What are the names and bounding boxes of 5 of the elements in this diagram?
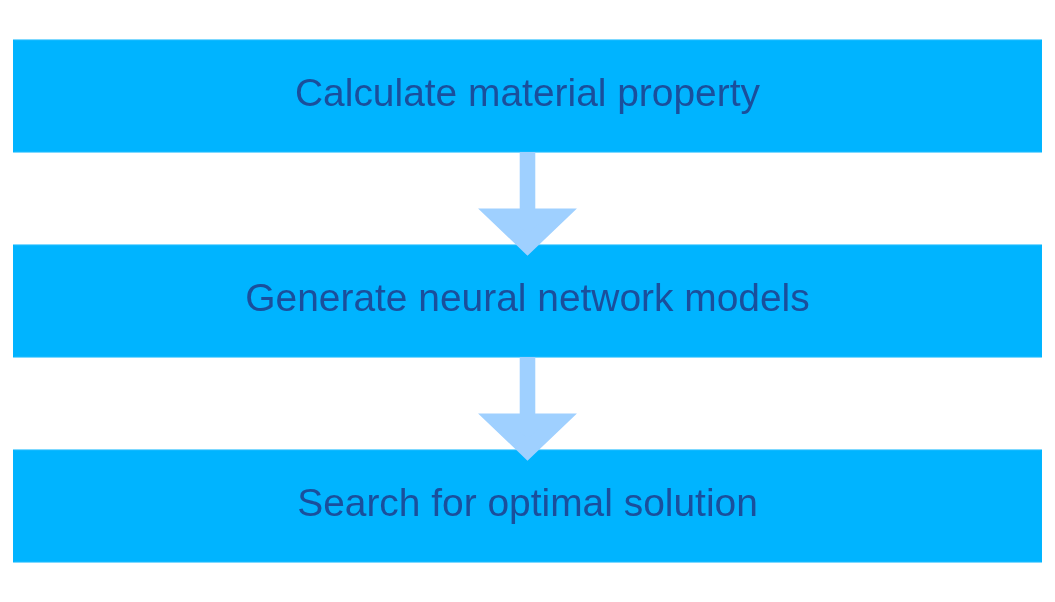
node-box: Search for optimal solution	[13, 449, 1042, 563]
node-box: Calculate material property	[13, 39, 1042, 153]
arrow	[478, 357, 577, 461]
arrow	[478, 152, 577, 256]
node-box: Generate neural network models	[13, 244, 1042, 358]
